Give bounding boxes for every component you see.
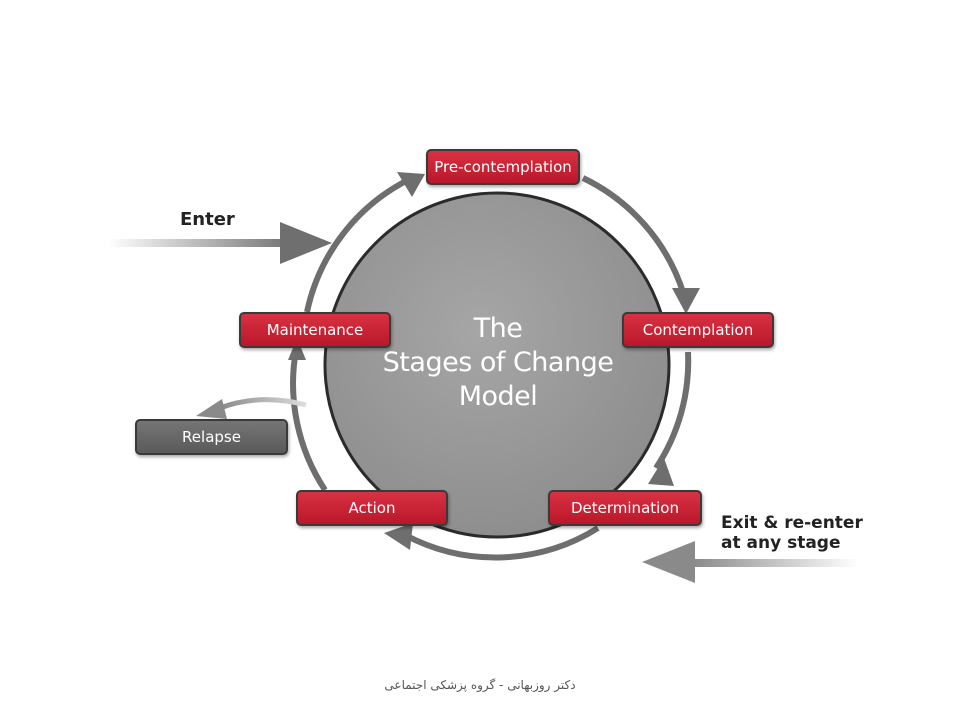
footer-credit: دکتر روزبهانی - گروه پزشکی اجتماعی bbox=[384, 678, 576, 692]
stage-maintenance: Maintenance bbox=[239, 312, 391, 348]
title-line-1: The bbox=[473, 313, 523, 344]
arrowhead-to-maintenance bbox=[288, 338, 306, 360]
arc-maintenance-to-precontemplation bbox=[304, 177, 410, 313]
title-line-3: Model bbox=[458, 381, 538, 412]
exit-label-line-2: at any stage bbox=[721, 533, 841, 553]
relapse-arrowhead bbox=[196, 399, 227, 419]
stage-contemplation: Contemplation bbox=[622, 312, 774, 348]
relapse-arrow-curve bbox=[219, 397, 307, 411]
arrowhead-to-action bbox=[384, 523, 413, 550]
enter-arrowhead bbox=[280, 222, 332, 264]
stage-precontemplation: Pre-contemplation bbox=[426, 149, 580, 185]
arrowhead-to-precontemplation bbox=[397, 172, 425, 197]
title-line-2: Stages of Change bbox=[382, 347, 614, 378]
enter-arrow-shaft bbox=[108, 239, 286, 247]
arrowhead-to-determination bbox=[648, 458, 674, 486]
arc-action-to-maintenance bbox=[290, 349, 328, 492]
exit-label: Exit & re-enter at any stage bbox=[721, 513, 863, 553]
center-circle bbox=[323, 191, 671, 539]
stage-action: Action bbox=[296, 490, 448, 526]
enter-label: Enter bbox=[180, 209, 235, 230]
arc-precontemplation-to-contemplation bbox=[581, 175, 686, 293]
diagram-title: The Stages of Change Model bbox=[380, 312, 616, 414]
arc-determination-to-action bbox=[403, 525, 600, 561]
exit-arrow-shaft bbox=[690, 559, 858, 567]
exit-label-line-1: Exit & re-enter bbox=[721, 513, 863, 533]
exit-arrowhead bbox=[642, 541, 695, 583]
stage-determination: Determination bbox=[548, 490, 702, 526]
arrowhead-to-contemplation bbox=[672, 288, 700, 314]
arc-contemplation-to-determination bbox=[653, 351, 692, 470]
stage-relapse: Relapse bbox=[135, 419, 288, 455]
